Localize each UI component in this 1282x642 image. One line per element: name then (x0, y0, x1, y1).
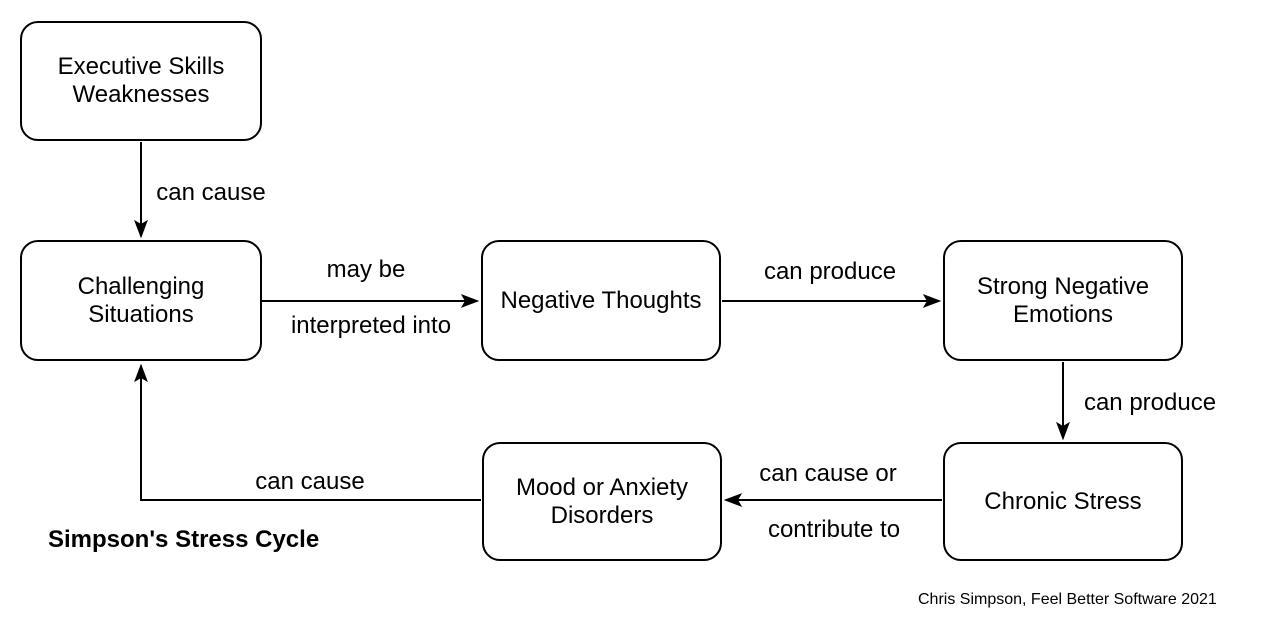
diagram-credit: Chris Simpson, Feel Better Software 2021 (918, 591, 1217, 608)
node-challenging-situations: Challenging Situations (20, 240, 262, 361)
edge-mood-to-challenging (141, 366, 481, 501)
node-mood-or-anxiety-disorders: Mood or Anxiety Disorders (482, 442, 722, 561)
edge-label-interpreted-into: interpreted into (288, 312, 454, 339)
node-label-line: Emotions (1012, 300, 1114, 328)
diagram-title: Simpson's Stress Cycle (48, 526, 320, 553)
node-label-line: Chronic Stress (984, 487, 1142, 515)
node-executive-skills-weaknesses: Executive Skills Weaknesses (20, 21, 262, 141)
edge-label-can-cause-top: can cause (154, 179, 268, 206)
node-chronic-stress: Chronic Stress (943, 442, 1183, 561)
edge-label-can-produce-down: can produce (1081, 389, 1219, 416)
node-label-line: Weaknesses (72, 81, 210, 108)
node-label-line: Negative Thoughts (500, 286, 702, 314)
edge-label-contribute-to: contribute to (765, 516, 903, 543)
node-negative-thoughts: Negative Thoughts (481, 240, 721, 361)
node-label-line: Situations (88, 300, 194, 328)
edge-label-can-cause-feedback: can cause (253, 468, 367, 495)
node-strong-negative-emotions: Strong Negative Emotions (943, 240, 1183, 361)
edge-label-can-cause-or: can cause or (757, 460, 899, 487)
node-label-line: Challenging (77, 272, 205, 300)
node-label-line: Mood or Anxiety (515, 473, 689, 501)
edge-label-may-be: may be (324, 256, 408, 283)
node-label-line: Disorders (550, 501, 654, 529)
edge-label-can-produce-right: can produce (761, 258, 899, 285)
node-label-line: Strong Negative (976, 272, 1150, 300)
node-label-line: Executive Skills (57, 53, 225, 80)
